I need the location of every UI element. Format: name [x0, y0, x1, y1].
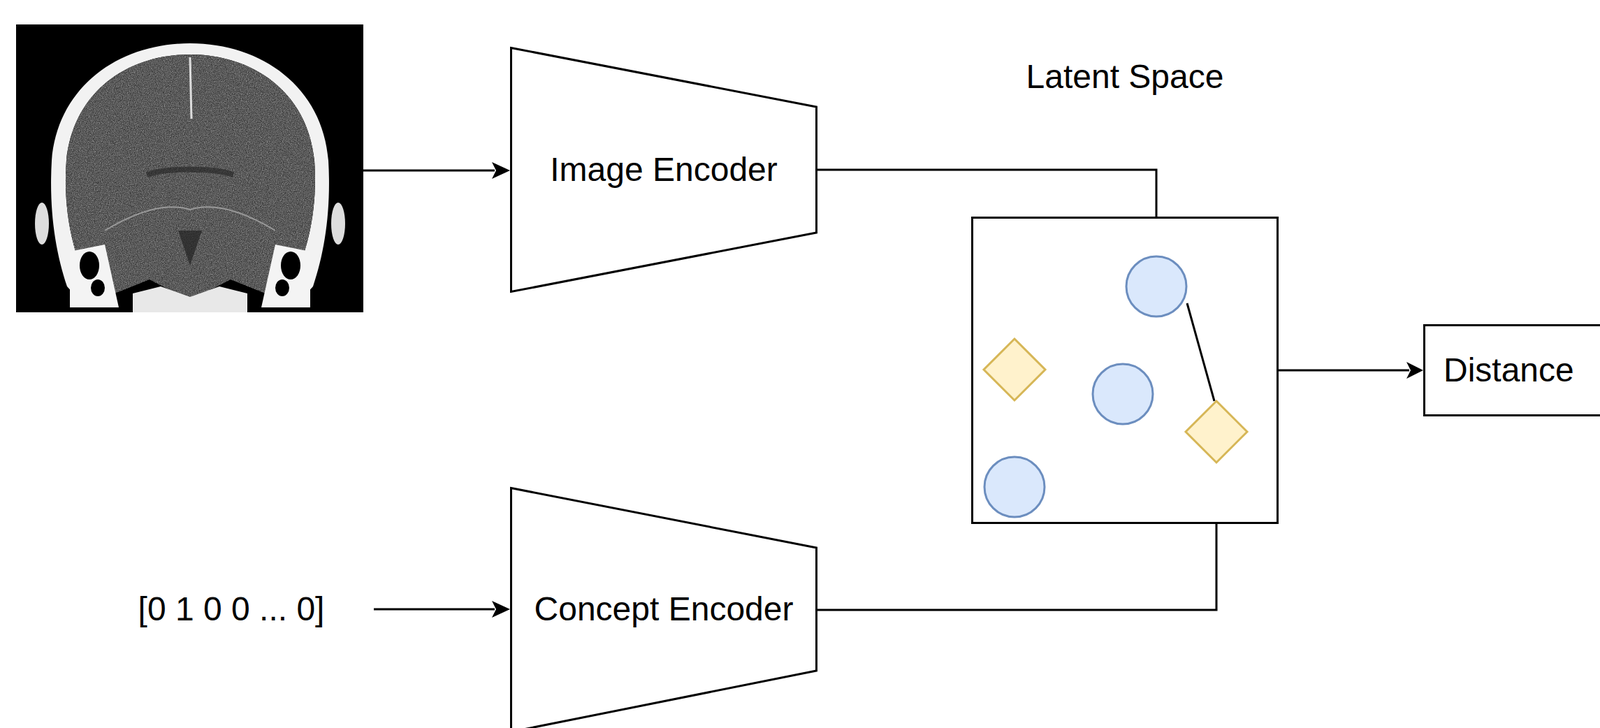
image-embedding: [1092, 364, 1153, 425]
encoder-trapezoid: Image Encoder: [510, 46, 818, 293]
encoder-trapezoid: Concept Encoder: [510, 486, 818, 728]
image-embedding: [1126, 256, 1187, 317]
distance-line: [1187, 303, 1215, 402]
trapezoid-shape: [511, 488, 817, 728]
node-title: Distance: [1443, 350, 1575, 390]
arrowhead: [1406, 361, 1424, 379]
latent-space-box: Latent Space: [971, 216, 1279, 525]
output-box: Distance: [1423, 324, 1600, 417]
node-title: Latent Space: [1026, 57, 1225, 96]
concept-embedding: [1185, 401, 1248, 463]
box-shape: [972, 217, 1278, 524]
trapezoid-shape: [511, 48, 817, 293]
image-embedding: [984, 456, 1045, 518]
concept-embedding: [983, 338, 1046, 401]
input-arrows: [363, 162, 511, 618]
ct-scan-image: [16, 24, 364, 313]
node-title: Image Encoder: [549, 150, 778, 189]
box-shape: [1424, 325, 1600, 416]
node-title: Concept Encoder: [534, 589, 794, 629]
latent-space-box-outline: [971, 216, 1279, 525]
input-vector-label: [0 1 0 0 ... 0]: [138, 589, 325, 629]
